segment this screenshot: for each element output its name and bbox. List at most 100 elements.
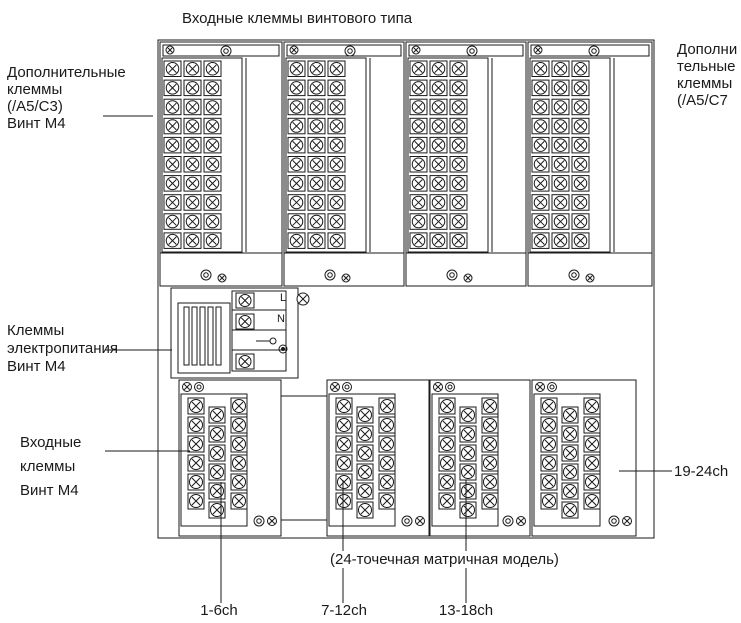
right-optional-line-2: тельные xyxy=(677,58,736,75)
bottom-block-1-bottom-screw-a xyxy=(253,515,265,527)
top-block-3-cell-10-1-screw-x2 xyxy=(414,236,423,245)
top-block-3-cell-4-2-screw-x2 xyxy=(434,121,443,131)
top-block-2-cell-1-1-screw-x2 xyxy=(292,64,301,73)
top-block-1-cell-7-1-screw-x2 xyxy=(168,179,177,188)
top-block-2-cell-7-3-screw-x2 xyxy=(332,179,341,188)
top-block-3-cell-2-1-screw-x2 xyxy=(414,83,423,93)
top-block-4-top-rail xyxy=(530,44,650,57)
bottom-block-1-cell-2-3-screw-x2 xyxy=(234,420,244,430)
bottom-block-4-cell-6-3-screw-x2 xyxy=(587,496,597,506)
top-block-3-mount-screw xyxy=(466,45,478,57)
bottom-block-4-cell-2-3-screw-x2 xyxy=(587,420,597,430)
top-block-4-cell-8-3-screw-x2 xyxy=(576,198,585,207)
top-block-2-bottom-screw-a xyxy=(324,269,336,281)
bottom-block-3-bottom-screw-a-core xyxy=(505,518,511,524)
power-line-3: Винт M4 xyxy=(7,358,66,375)
top-block-1 xyxy=(159,41,283,287)
bottom-block-4-cell-5-2-screw-x2 xyxy=(565,486,575,496)
top-block-4-strip xyxy=(529,57,611,253)
top-block-3-top-rail xyxy=(408,44,524,57)
top-block-4-bottom-screw-a xyxy=(568,269,580,281)
top-block-3-cell-10-2-screw-x2 xyxy=(434,236,443,245)
top-block-4-cell-3-1-screw-x2 xyxy=(536,102,545,112)
top-block-1-cell-6-3-screw-x2 xyxy=(208,160,217,169)
bottom-block-1-bottom-screw-a-core xyxy=(256,518,262,524)
top-block-1-cell-2-2-screw-x2 xyxy=(188,83,197,93)
top-block-1-top-rail xyxy=(162,44,280,57)
bottom-block-3-bottom-screw-a xyxy=(502,515,514,527)
top-block-3-cell-8-1-screw-x2 xyxy=(414,198,423,207)
top-block-3-cell-6-1-screw-x2 xyxy=(414,160,423,169)
bottom-block-3-cell-2-3-screw-x2 xyxy=(485,420,495,430)
top-block-4-cell-6-1-screw-x2 xyxy=(536,160,545,169)
bottom-block-2-bottom-screw-b-x2 xyxy=(416,517,424,525)
top-block-4-cell-7-3-screw-x2 xyxy=(576,179,585,188)
top-block-3-cell-8-3-screw-x2 xyxy=(454,198,463,207)
top-block-1-cell-10-1-screw-x2 xyxy=(168,236,177,245)
bottom-block-2-cell-2-1-screw-x2 xyxy=(339,420,349,430)
bottom-block-4-cell-1-1-screw-x2 xyxy=(544,401,554,411)
input-line-2: клеммы xyxy=(20,458,76,475)
top-block-4-corner-screw-x2 xyxy=(535,47,541,53)
bottom-block-1-cell-5-3-screw-x2 xyxy=(234,477,244,487)
top-block-4-cell-9-3-screw-x2 xyxy=(576,217,585,226)
bottom-block-2-cell-4-2-screw-x2 xyxy=(360,467,370,477)
top-block-1-corner-screw-x2 xyxy=(167,47,173,53)
bottom-block-1-cell-1-1-screw-x2 xyxy=(191,401,201,411)
top-block-1-cell-4-1-screw-x2 xyxy=(168,121,177,131)
top-block-1-cell-4-3-screw-x2 xyxy=(208,121,217,131)
bottom-block-3 xyxy=(429,379,531,537)
bottom-block-4-cell-4-3-screw-x2 xyxy=(587,458,597,468)
model-note: (24-точечная матричная модель) xyxy=(330,551,559,568)
top-block-2 xyxy=(283,41,405,287)
left-optional-line-2: клеммы xyxy=(7,81,63,98)
bottom-block-3-cell-4-1-screw-x2 xyxy=(442,458,452,468)
bottom-block-4 xyxy=(531,379,637,537)
top-block-1-cell-8-2-screw-x2 xyxy=(188,198,197,207)
power-terminal-3-screw-x2 xyxy=(240,357,250,366)
top-block-4-cell-10-1-screw-x2 xyxy=(536,236,545,245)
bottom-block-1-cell-5-2-screw-x2 xyxy=(212,486,222,496)
bottom-block-2-cell-5-2-screw-x2 xyxy=(360,486,370,496)
left-optional-line-1: Дополнительные xyxy=(7,64,126,81)
bottom-block-4-cell-1-3-screw-x2 xyxy=(587,401,597,411)
power-cover-rib-2 xyxy=(191,306,198,366)
power-frame xyxy=(170,287,299,379)
top-title: Входные клеммы винтового типа xyxy=(182,10,413,27)
top-block-3 xyxy=(405,41,527,287)
bottom-block-2-cell-3-3-screw-x2 xyxy=(382,439,392,449)
bottom-block-1-cell-3-1-screw-x2 xyxy=(191,439,201,449)
top-block-2-cell-10-1-screw-x2 xyxy=(292,236,301,245)
bottom-block-2-cell-6-3-screw-x2 xyxy=(382,496,392,506)
bottom-block-2-cell-6-2-screw-x2 xyxy=(360,505,370,515)
top-block-4-cell-1-3-screw-x2 xyxy=(576,64,585,73)
top-block-2-cell-8-3-screw-x2 xyxy=(332,198,341,207)
bottom-block-3-corner-screw-b-core xyxy=(447,384,453,390)
top-block-4-cell-4-3-screw-x2 xyxy=(576,121,585,131)
top-block-2-mount-screw xyxy=(344,45,356,57)
top-block-2-cell-6-1-screw-x2 xyxy=(292,160,301,169)
top-block-1-cell-9-3-screw-x2 xyxy=(208,217,217,226)
top-block-1-cell-3-1-screw-x2 xyxy=(168,102,177,112)
top-block-3-cell-3-1-screw-x2 xyxy=(414,102,423,112)
input-line-3: Винт M4 xyxy=(20,482,79,499)
top-block-4-cell-3-3-screw-x2 xyxy=(576,102,585,112)
bottom-block-2-cell-4-3-screw-x2 xyxy=(382,458,392,468)
bottom-block-2-cell-3-2-screw-x2 xyxy=(360,448,370,458)
bottom-block-3-cell-6-2-screw-x2 xyxy=(463,505,473,515)
channel-label-2: 7-12ch xyxy=(321,602,367,619)
power-label: Клеммы электропитания Винт M4 xyxy=(7,322,118,376)
bottom-block-1-cell-3-2-screw-x2 xyxy=(212,448,222,458)
top-block-2-top-rail xyxy=(286,44,402,57)
top-block-1-cell-10-3-screw-x2 xyxy=(208,236,217,245)
top-block-2-cell-6-2-screw-x2 xyxy=(312,160,321,169)
top-block-4-mount-screw-core xyxy=(591,48,597,54)
top-block-4-cell-8-2-screw-x2 xyxy=(556,198,565,207)
top-block-1-cell-9-2-screw-x2 xyxy=(188,217,197,226)
top-block-4-cell-6-3-screw-x2 xyxy=(576,160,585,169)
bottom-block-4-cell-2-1-screw-x2 xyxy=(544,420,554,430)
power-cover-rib-3 xyxy=(199,306,206,366)
top-block-4-cell-5-1-screw-x2 xyxy=(536,140,545,150)
top-block-4-cell-4-2-screw-x2 xyxy=(556,121,565,131)
bottom-block-2-cell-5-3-screw-x2 xyxy=(382,477,392,487)
